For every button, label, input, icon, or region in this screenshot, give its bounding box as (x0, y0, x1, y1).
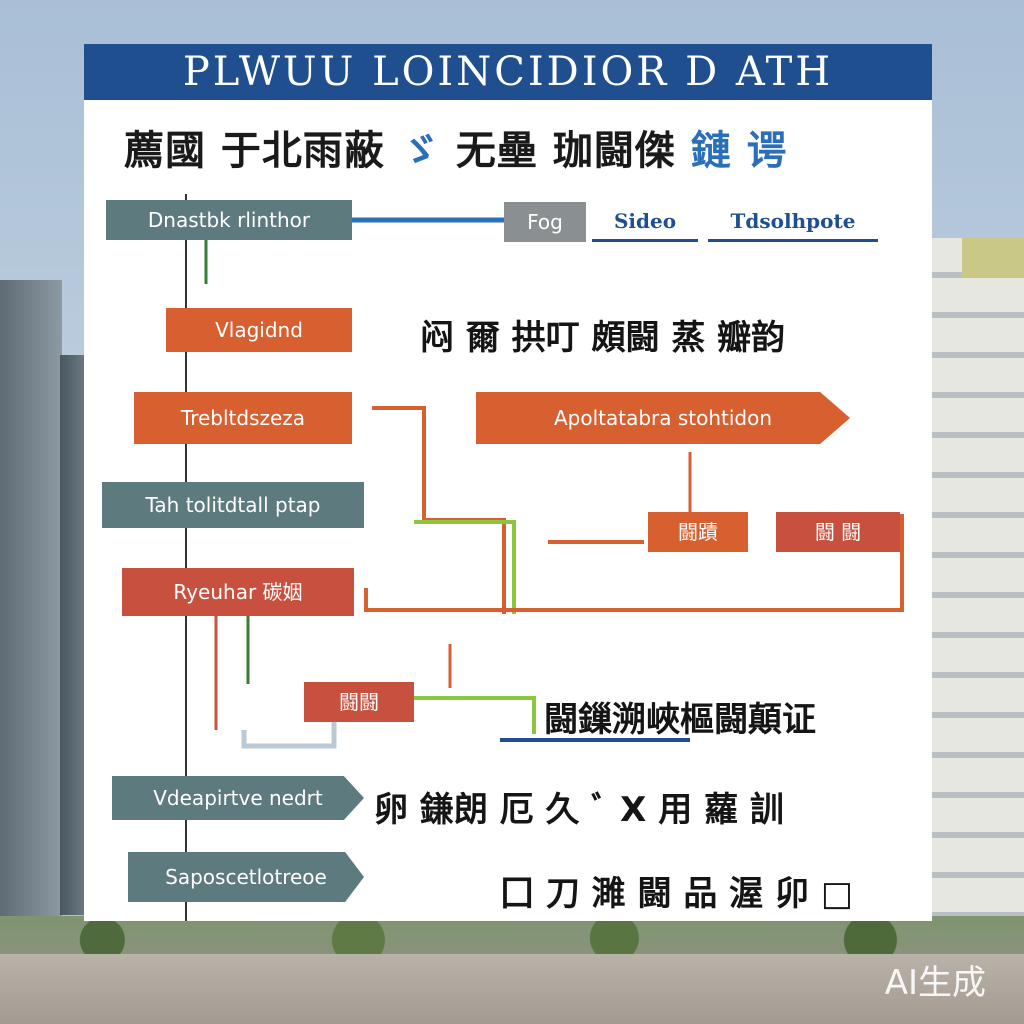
connector-green-mid (414, 520, 516, 614)
label-v-text: 闷 爾 拱叮 頗闘 蒸 瓣韵 (420, 318, 786, 358)
node-brown: 闘闘 (304, 682, 414, 722)
node-t: Tah tolitdtall ptap (102, 482, 364, 528)
label-bottom-text: 囗 刀 濉 闘 品 渥 卯 □ (500, 874, 853, 914)
background-building-roof (962, 238, 1024, 278)
node-vd: Vdeapirtve nedrt (112, 776, 364, 820)
node-top-left: Dnastbk rlinthor (106, 200, 352, 240)
subtitle-accent-end: 鏈 谔 (690, 128, 788, 174)
connector-long-bottom (364, 514, 904, 612)
label-right-text: 闘鏁溯峽樞闘顛证 (544, 700, 816, 740)
node-app: Apoltatabra stohtidon (476, 392, 850, 444)
label-vd-text: 卵 鎌朗 厄 久 ﾞ X 用 蘿 訓 (374, 790, 784, 830)
node-s: Saposcetlotreoe (128, 852, 364, 902)
background-building-right (932, 238, 1024, 938)
node-small: 闘蹟 (648, 512, 748, 552)
subtitle-accent-mid: ゞ (399, 128, 441, 174)
node-top-side: Sideo (592, 202, 698, 242)
node-top-right: Tdsolhpote (708, 202, 878, 242)
node-r: Ryeuhar 碳姻 (122, 568, 354, 616)
background-building-left (0, 280, 62, 920)
node-top-grey: Fog (504, 202, 586, 242)
background-trees (0, 916, 1024, 956)
subtitle-text-mid: 无壘 珈闘傑 (455, 128, 676, 174)
node-small-doc: 闘 闘 (776, 512, 900, 552)
ai-generated-watermark: AI生成 (884, 963, 986, 1003)
subtitle-text-left: 薦國 于北雨蔽 (124, 128, 385, 174)
background-building-left-2 (60, 355, 88, 915)
connector-green-bottom (414, 696, 536, 734)
diagram-title: PLWUU LOINCIDIOR D ATH (84, 44, 932, 100)
diagram-panel: PLWUU LOINCIDIOR D ATH 薦國 于北雨蔽 ゞ 无壘 珈闘傑 … (84, 44, 932, 921)
background-road (0, 954, 1024, 1024)
node-v: Vlagidnd (166, 308, 352, 352)
node-m: Trebltdszeza (134, 392, 352, 444)
diagram-subtitle: 薦國 于北雨蔽 ゞ 无壘 珈闘傑 鏈 谔 (124, 118, 904, 176)
